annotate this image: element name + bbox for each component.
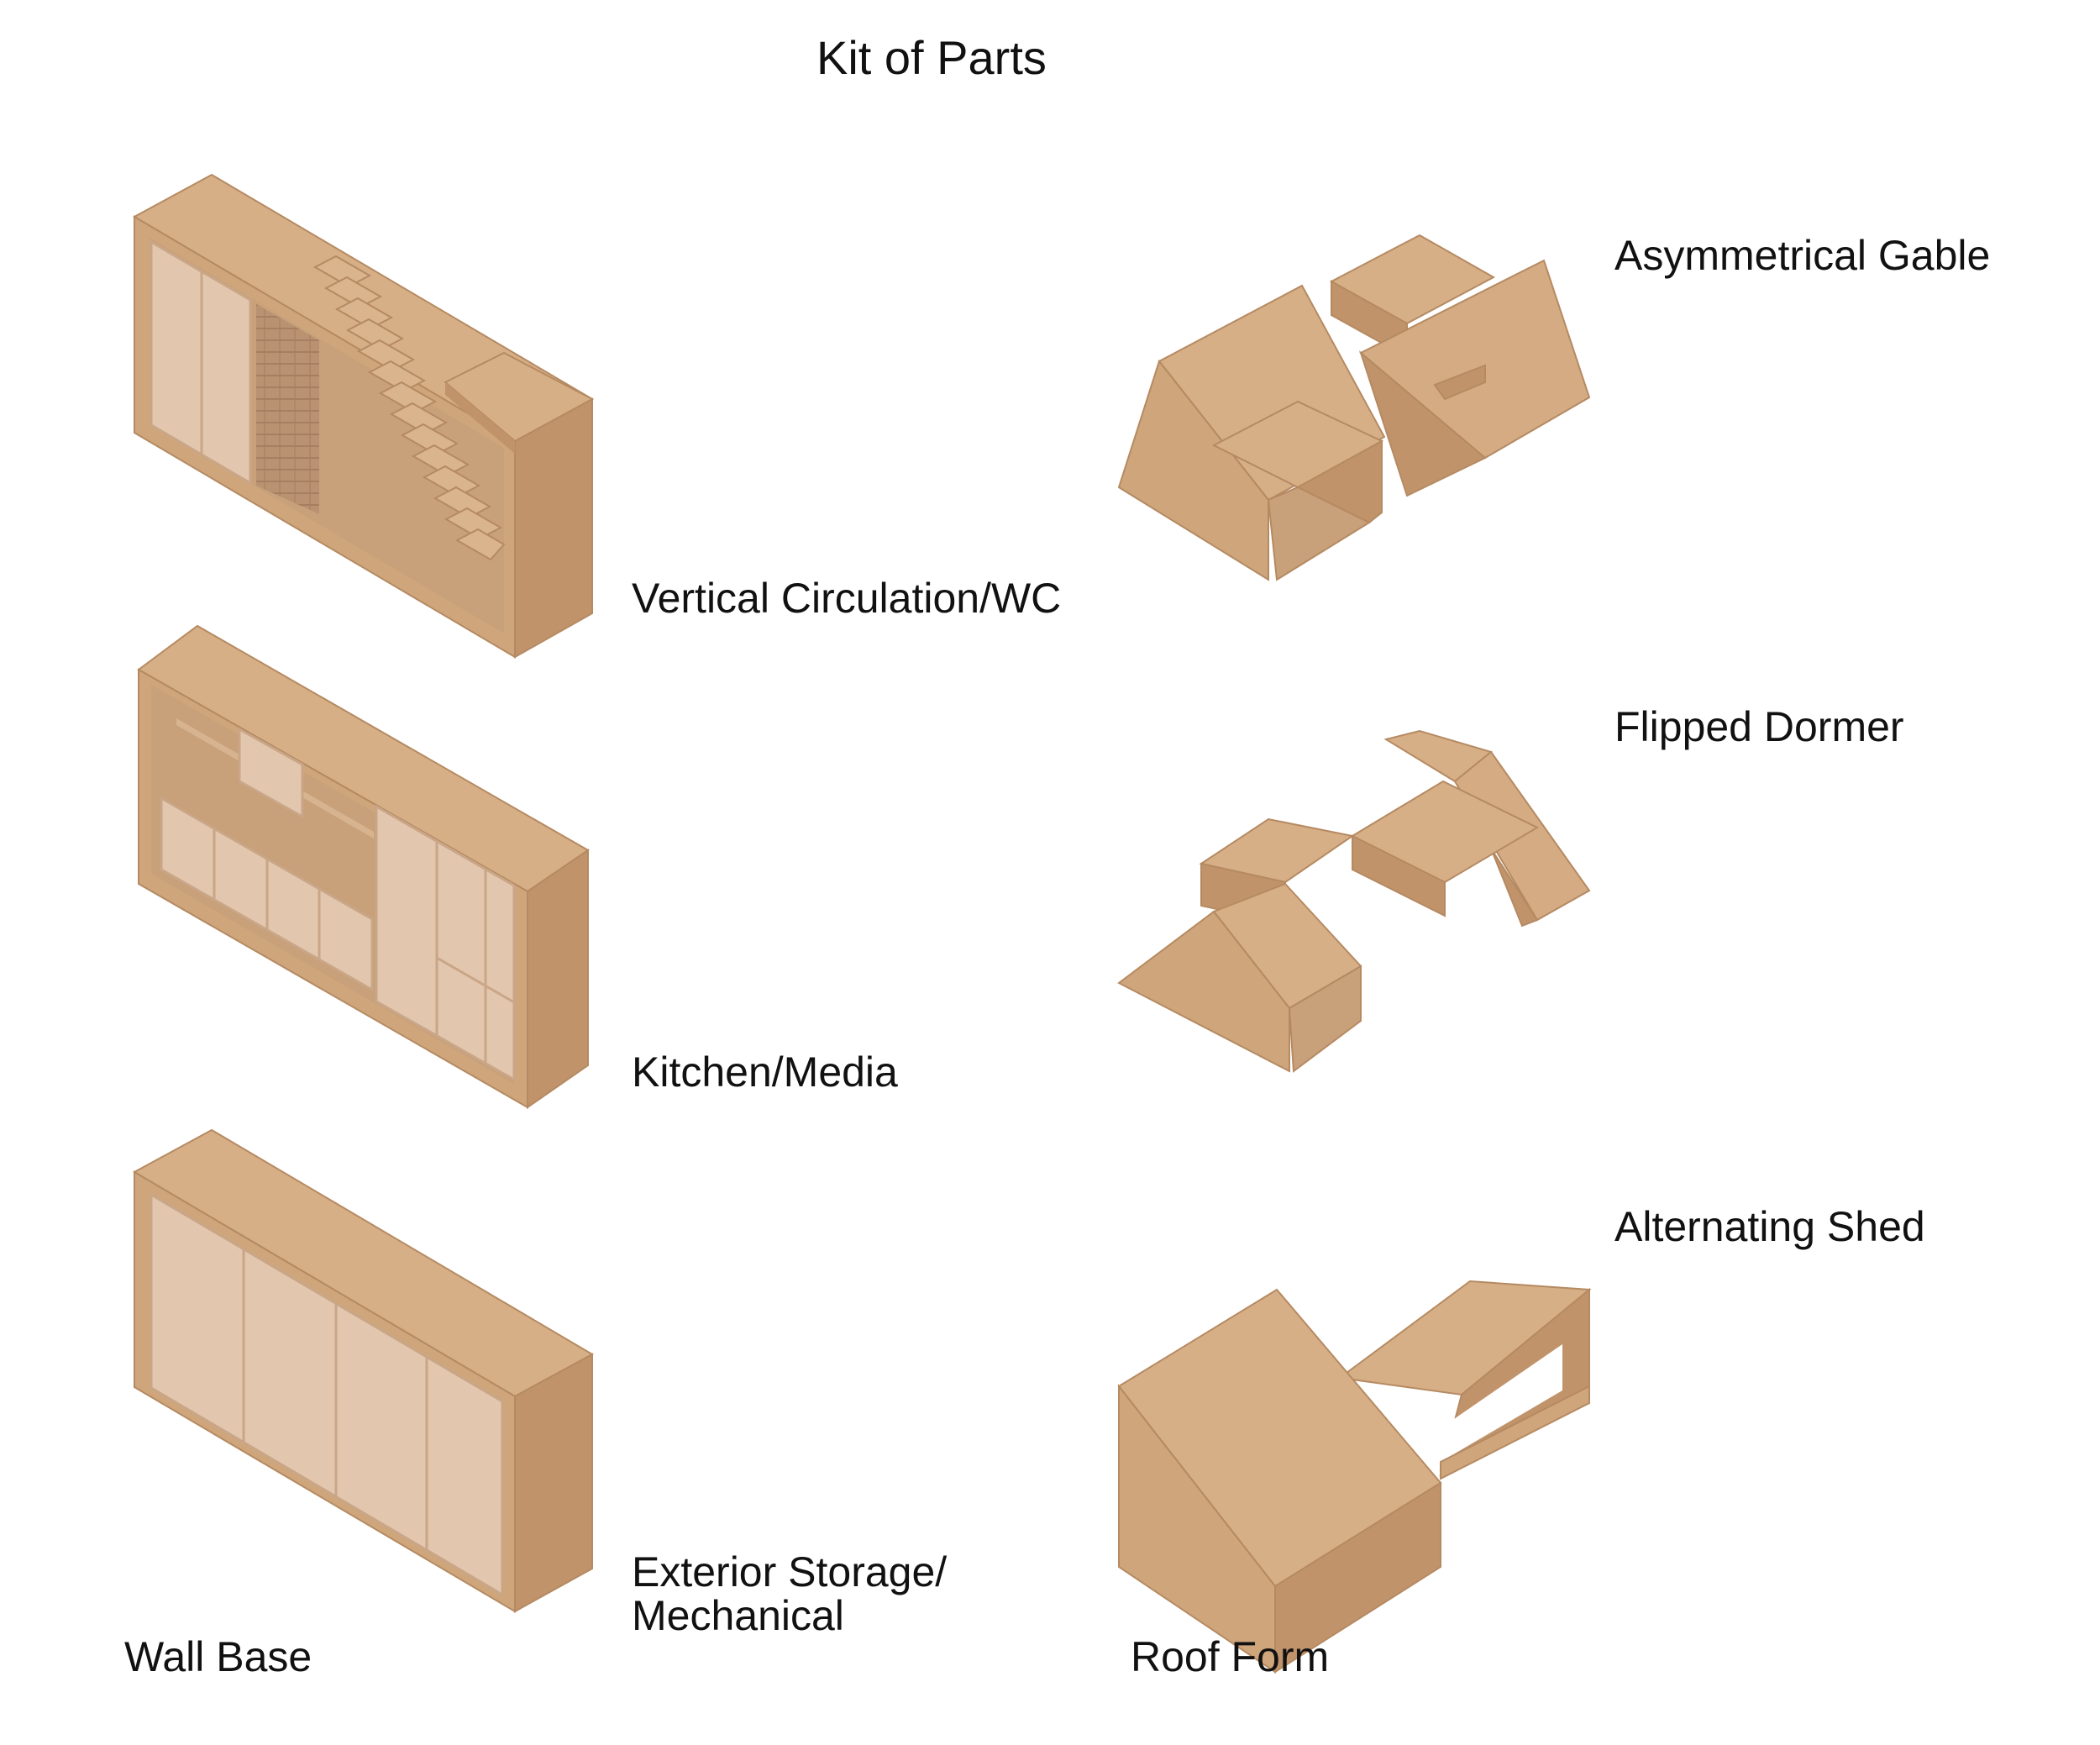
rear-floor — [1440, 1385, 1590, 1480]
valley — [1267, 486, 1372, 581]
asymmetrical-gable-label: Asymmetrical Gable — [1614, 232, 1991, 279]
upper-box-front — [445, 382, 515, 454]
right-gable-end — [1358, 350, 1487, 497]
right-end — [1490, 848, 1539, 928]
tall-cabinets — [375, 804, 516, 1082]
roof-form-heading: Roof Form — [1131, 1633, 1330, 1680]
flipped-dormer-label: Flipped Dormer — [1614, 703, 1904, 750]
page-title: Kit of Parts — [816, 31, 1047, 84]
brick-wall — [256, 304, 319, 514]
module-side — [514, 1353, 593, 1613]
kitchen-media-module — [137, 624, 590, 1109]
tall-cabinet-split — [436, 956, 515, 1004]
center-box-front — [1352, 834, 1446, 917]
wall-base-heading: Wall Base — [124, 1633, 312, 1680]
vertical-circulation-wc-module — [132, 173, 595, 659]
alternating-shed-roof — [1117, 1280, 1592, 1674]
valley — [1288, 964, 1362, 1073]
exterior-storage-module — [132, 1128, 595, 1613]
opening — [1441, 1344, 1562, 1462]
exterior-storage-label-line1: Exterior Storage/ — [632, 1548, 948, 1595]
exterior-storage-label-line2: Mechanical — [632, 1592, 844, 1639]
alternating-shed-label: Alternating Shed — [1614, 1203, 1925, 1250]
wall-cabinet — [238, 727, 304, 819]
notch — [1433, 364, 1486, 401]
storage-panels — [150, 1192, 504, 1597]
kitchen-media-label: Kitchen/Media — [632, 1049, 898, 1096]
vertical-circulation-wc-label: Vertical Circulation/WC — [632, 575, 1062, 622]
flipped-dormer-roof — [1117, 729, 1591, 1073]
stair-flight — [312, 255, 506, 561]
module-side — [527, 849, 589, 1109]
asymmetrical-gable-roof — [1117, 234, 1591, 581]
front-shed-side — [1274, 1481, 1441, 1674]
module-side — [514, 397, 593, 659]
